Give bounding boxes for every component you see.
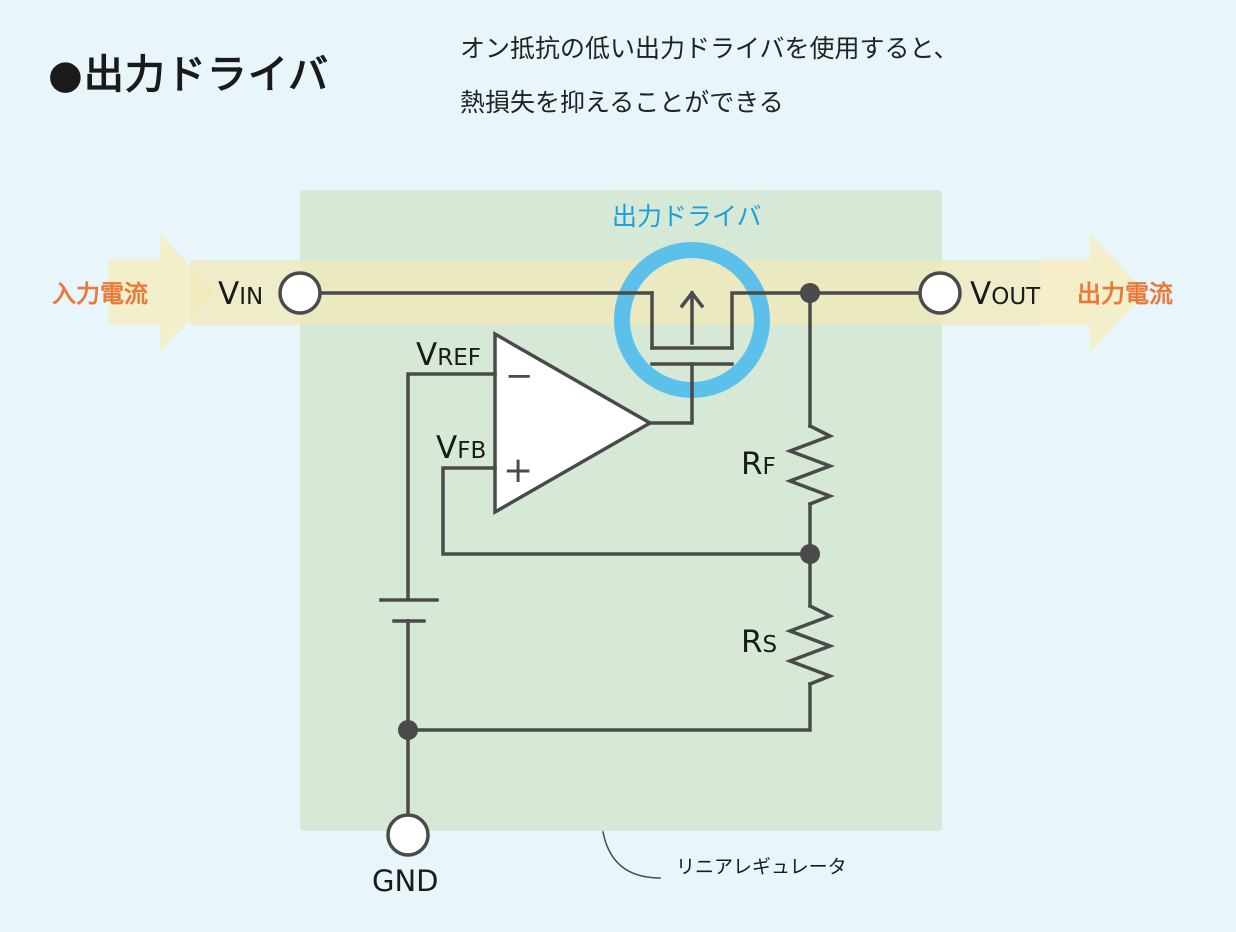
wire-vref (406, 372, 497, 600)
vin-terminal (278, 271, 322, 315)
vout-terminal (918, 271, 962, 315)
wire-mosfet-source (730, 291, 922, 350)
vout-label: VOUT (970, 276, 1041, 312)
description-line-1: オン抵抗の低い出力ドライバを使用すると、 (460, 34, 959, 63)
page-title: ●出力ドライバ (48, 52, 330, 98)
op-amp-minus: − (505, 356, 534, 396)
rs-label: RS (741, 624, 777, 660)
wire-vfb (441, 466, 812, 556)
gnd-label: GND (372, 864, 439, 898)
input-current-label: 入力電流 (52, 280, 148, 308)
junction-gnd (398, 720, 418, 740)
op-amp-plus: + (503, 450, 533, 491)
mosfet-arrow-head (679, 290, 705, 309)
output-current-arrow (1040, 233, 1146, 352)
description-line-2: 熱損失を抑えることができる (460, 88, 784, 117)
wire-rs-bottom (406, 682, 812, 732)
wire-gate (648, 362, 694, 425)
op-amp (493, 330, 654, 516)
regulator-callout-line (602, 831, 661, 879)
description: オン抵抗の低い出力ドライバを使用すると、 熱損失を抑えることができる (460, 22, 959, 130)
resistor-rs (785, 603, 835, 687)
gnd-terminal (386, 813, 430, 857)
rf-label: RF (741, 446, 776, 482)
driver-label: 出力ドライバ (612, 202, 762, 231)
vref-label: VREF (416, 337, 481, 373)
vin-label: VIN (218, 276, 263, 312)
regulator-label: リニアレギュレータ (676, 856, 847, 878)
junction-vout (800, 283, 820, 303)
linear-regulator-box (300, 190, 942, 831)
input-current-arrow (108, 233, 214, 352)
resistor-rf (785, 423, 835, 507)
junction-fb (800, 544, 820, 564)
vfb-label: VFB (436, 430, 486, 466)
output-current-label: 出力電流 (1077, 280, 1173, 308)
